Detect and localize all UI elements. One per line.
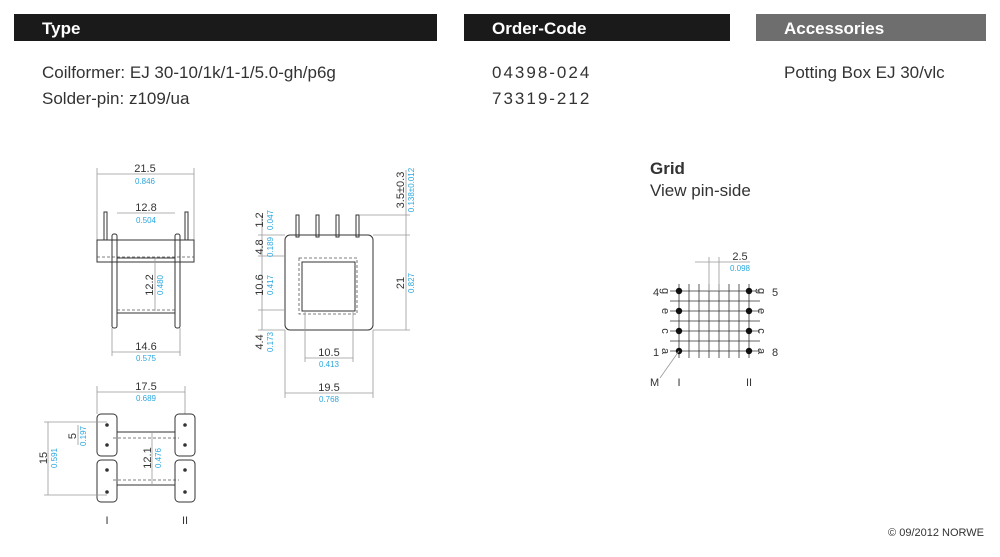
row-label: a — [755, 348, 767, 355]
dim-height-in: 0.480 — [156, 274, 165, 295]
grid-side-1: I — [677, 377, 680, 389]
dim-window-width-in: 0.413 — [319, 360, 340, 369]
side-label-2: II — [182, 515, 188, 527]
dim-pin-in: 0.047 — [266, 209, 275, 230]
dim-pin-length: 3.5±0.3 — [395, 172, 407, 209]
solder-pin-value: z109/ua — [128, 89, 190, 108]
order-code-coilformer: 04398-024 — [492, 63, 592, 82]
dim-bottom: 4.4 — [254, 334, 266, 349]
coilformer-row: Coilformer: EJ 30-10/1k/1-1/5.0-gh/p6g — [42, 63, 336, 83]
header-order-code: Order-Code — [464, 14, 730, 41]
dim-inner: 12.8 — [135, 202, 156, 214]
solder-pin-label: Solder-pin: — [42, 89, 125, 108]
dim-width: 19.5 — [318, 382, 339, 394]
row-label: c — [659, 328, 671, 334]
header-type: Type — [14, 14, 437, 41]
dim-inner-in: 0.476 — [154, 447, 163, 468]
dim-bottom-in: 0.173 — [266, 331, 275, 352]
dim-window-in: 0.417 — [266, 274, 275, 295]
marker-m: M — [650, 377, 659, 389]
order-code-solder-pin: 73319-212 — [492, 89, 592, 108]
dim-width: 21.5 — [134, 163, 155, 175]
dim-top-in: 0.189 — [266, 236, 275, 257]
dim-height: 15 — [38, 452, 50, 464]
dim-flange: 14.6 — [135, 341, 156, 353]
header-accessories: Accessories — [756, 14, 986, 41]
dim-window-width: 10.5 — [318, 347, 339, 359]
grid-title: Grid — [650, 159, 685, 178]
row-label: e — [659, 308, 671, 314]
pin-dot — [675, 287, 683, 295]
accessory-item: Potting Box EJ 30/vlc — [784, 63, 945, 82]
grid-pitch: 2.5 — [732, 251, 747, 263]
pin-8-label: 8 — [772, 347, 778, 359]
pin-dot — [675, 307, 683, 315]
pin-dot — [745, 287, 753, 295]
dim-flange-in: 0.575 — [136, 354, 157, 363]
row-label: c — [755, 328, 767, 334]
dim-inner: 12.1 — [142, 447, 154, 468]
dim-pin: 1.2 — [254, 212, 266, 227]
dim-pitch: 5 — [67, 433, 79, 439]
coilformer-value: EJ 30-10/1k/1-1/5.0-gh/p6g — [129, 63, 336, 82]
dim-total-height-in: 0.827 — [407, 272, 416, 293]
row-label: g — [659, 288, 671, 294]
dim-width-in: 0.846 — [135, 177, 156, 186]
pin-dot — [745, 307, 753, 315]
dim-width: 17.5 — [135, 381, 156, 393]
dim-pin-length-in: 0.138±0.012 — [407, 167, 416, 212]
copyright: © 09/2012 NORWE — [888, 527, 984, 539]
bottom-view-drawing: 17.5 0.689 15 0.591 5 0.197 12.1 0.476 I… — [38, 381, 196, 527]
pin-4-label: 4 — [653, 287, 659, 299]
pin-dot — [745, 347, 753, 355]
dim-height: 12.2 — [144, 274, 156, 295]
row-label: g — [755, 288, 767, 294]
dim-inner-in: 0.504 — [136, 216, 157, 225]
dim-width-in: 0.689 — [136, 394, 157, 403]
pin-1-label: 1 — [653, 347, 659, 359]
dim-window: 10.6 — [254, 274, 266, 295]
dim-total-height: 21 — [395, 277, 407, 289]
dim-pitch-in: 0.197 — [79, 425, 88, 446]
dim-width-in: 0.768 — [319, 395, 340, 404]
row-label: e — [755, 308, 767, 314]
side-label-1: I — [105, 515, 108, 527]
grid-subtitle: View pin-side — [650, 181, 751, 200]
pin-dot — [675, 327, 683, 335]
front-view-drawing: 1.2 0.047 4.8 0.189 10.6 0.417 4.4 0.173… — [254, 167, 416, 404]
pin-dot — [745, 327, 753, 335]
row-label: a — [659, 348, 671, 355]
grid-side-2: II — [746, 377, 752, 389]
pin-5-label: 5 — [772, 287, 778, 299]
pin-grid-drawing: 2.5 0.098 g g e e c c a a 4 1 5 8 M I II — [650, 251, 778, 389]
dim-top: 4.8 — [254, 239, 266, 254]
solder-pin-row: Solder-pin: z109/ua — [42, 89, 189, 109]
side-view-drawing: 21.5 0.846 12.8 0.504 12.2 0.480 14.6 0.… — [96, 163, 195, 363]
coilformer-label: Coilformer: — [42, 63, 126, 82]
grid-pitch-in: 0.098 — [730, 264, 751, 273]
dim-height-in: 0.591 — [50, 447, 59, 468]
